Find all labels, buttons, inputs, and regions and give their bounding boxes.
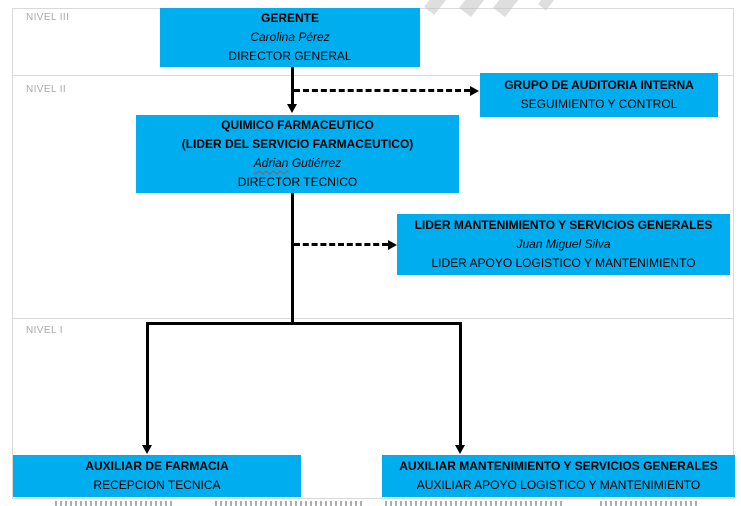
connector-to-aux-mantenimiento — [459, 322, 462, 445]
arrowhead-right-icon — [470, 86, 479, 96]
aux-mantenimiento-title: AUXILIAR MANTENIMIENTO Y SERVICIOS GENER… — [399, 459, 718, 473]
auditoria-role: SEGUIMIENTO Y CONTROL — [520, 97, 678, 111]
cutoff-text-artifact — [215, 501, 365, 506]
quimico-role: DIRECTOR TECNICO — [237, 175, 358, 189]
quimico-person-first: Adrian — [253, 156, 289, 170]
mantenimiento-role: LIDER APOYO LOGISTICO Y MANTENIMIENTO — [431, 256, 696, 270]
quimico-person: Adrian Gutiérrez — [136, 154, 459, 173]
connector-to-aux-farmacia — [146, 322, 149, 445]
connector-horizontal-bar — [146, 322, 462, 325]
level-label-nivel-i: NIVEL I — [26, 325, 63, 336]
org-box-gerente: GERENTE Carolina Pérez DIRECTOR GENERAL — [160, 8, 420, 67]
mantenimiento-title: LIDER MANTENIMIENTO Y SERVICIOS GENERALE… — [414, 218, 713, 232]
aux-farmacia-title: AUXILIAR DE FARMACIA — [85, 459, 229, 473]
quimico-title: QUIMICO FARMACEUTICO — [221, 118, 374, 132]
quimico-person-last: Gutiérrez — [291, 156, 342, 170]
arrowhead-down-icon — [287, 104, 297, 113]
arrowhead-right-icon — [388, 240, 397, 250]
arrowhead-down-icon — [142, 445, 152, 454]
arrowhead-down-icon — [455, 445, 465, 454]
connector-gerente-quimico — [291, 67, 294, 105]
mantenimiento-person: Juan Miguel Silva — [516, 237, 611, 251]
level-divider-3-2 — [12, 75, 734, 76]
org-box-aux-mantenimiento: AUXILIAR MANTENIMIENTO Y SERVICIOS GENER… — [382, 455, 735, 497]
cutoff-text-artifact — [385, 501, 565, 506]
org-box-aux-farmacia: AUXILIAR DE FARMACIA RECEPCION TECNICA — [13, 455, 301, 497]
dashed-connector-gerente-auditoria — [294, 89, 470, 92]
aux-mantenimiento-role: AUXILIAR APOYO LOGISTICO Y MANTENIMIENTO — [416, 478, 701, 492]
org-box-quimico: QUIMICO FARMACEUTICO (LIDER DEL SERVICIO… — [136, 115, 459, 193]
connector-quimico-down — [291, 193, 294, 325]
auditoria-title: GRUPO DE AUDITORIA INTERNA — [504, 78, 694, 92]
cutoff-text-artifact — [55, 501, 175, 506]
level-label-nivel-iii: NIVEL III — [26, 12, 70, 23]
gerente-person: Carolina Pérez — [250, 30, 330, 44]
gerente-role: DIRECTOR GENERAL — [228, 49, 352, 63]
aux-farmacia-role: RECEPCION TECNICA — [93, 478, 221, 492]
org-box-auditoria: GRUPO DE AUDITORIA INTERNA SEGUIMIENTO Y… — [480, 73, 718, 117]
dashed-connector-quimico-mantenimiento — [294, 243, 388, 246]
gerente-title: GERENTE — [260, 11, 319, 25]
level-divider-2-1 — [12, 318, 734, 319]
level-label-nivel-ii: NIVEL II — [26, 84, 67, 95]
org-box-mantenimiento: LIDER MANTENIMIENTO Y SERVICIOS GENERALE… — [397, 214, 730, 275]
quimico-subtitle: (LIDER DEL SERVICIO FARMACEUTICO) — [181, 137, 414, 151]
cutoff-text-artifact — [600, 501, 700, 506]
